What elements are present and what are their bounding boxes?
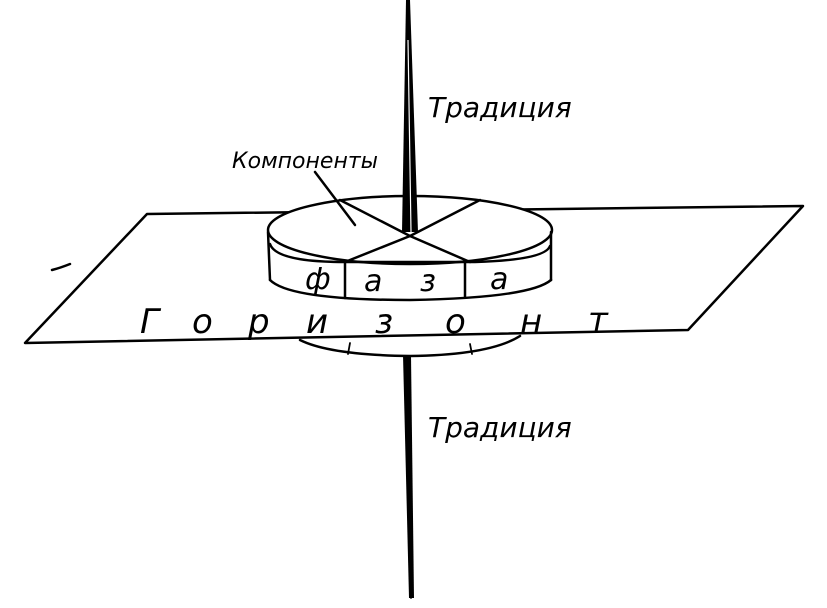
phase-letter: а (364, 264, 382, 299)
horizon-letter: т (588, 300, 609, 340)
phase-letter: а (490, 262, 508, 297)
horizon-letter: о (445, 302, 466, 342)
horizon-letter: Г (140, 302, 162, 342)
horizon-letter: и (306, 302, 328, 342)
components-label: Компоненты (232, 149, 378, 174)
tradition-axis-lower (403, 355, 414, 599)
horizon-letter: н (520, 302, 542, 342)
disk-underside (298, 334, 522, 358)
horizon-letter: о (192, 302, 213, 342)
components-pointer (313, 170, 357, 227)
tradition-axis-upper (402, 0, 418, 233)
horizon-letter: з (375, 302, 393, 342)
phase-letter: з (420, 264, 436, 299)
phase-disk (266, 194, 554, 302)
tradition-top-label: Традиция (428, 91, 572, 124)
tradition-bottom-label: Традиция (428, 411, 572, 444)
plane-edge-mark (50, 262, 72, 272)
phase-letter: ф (305, 262, 331, 297)
horizon-letter: р (247, 302, 270, 342)
